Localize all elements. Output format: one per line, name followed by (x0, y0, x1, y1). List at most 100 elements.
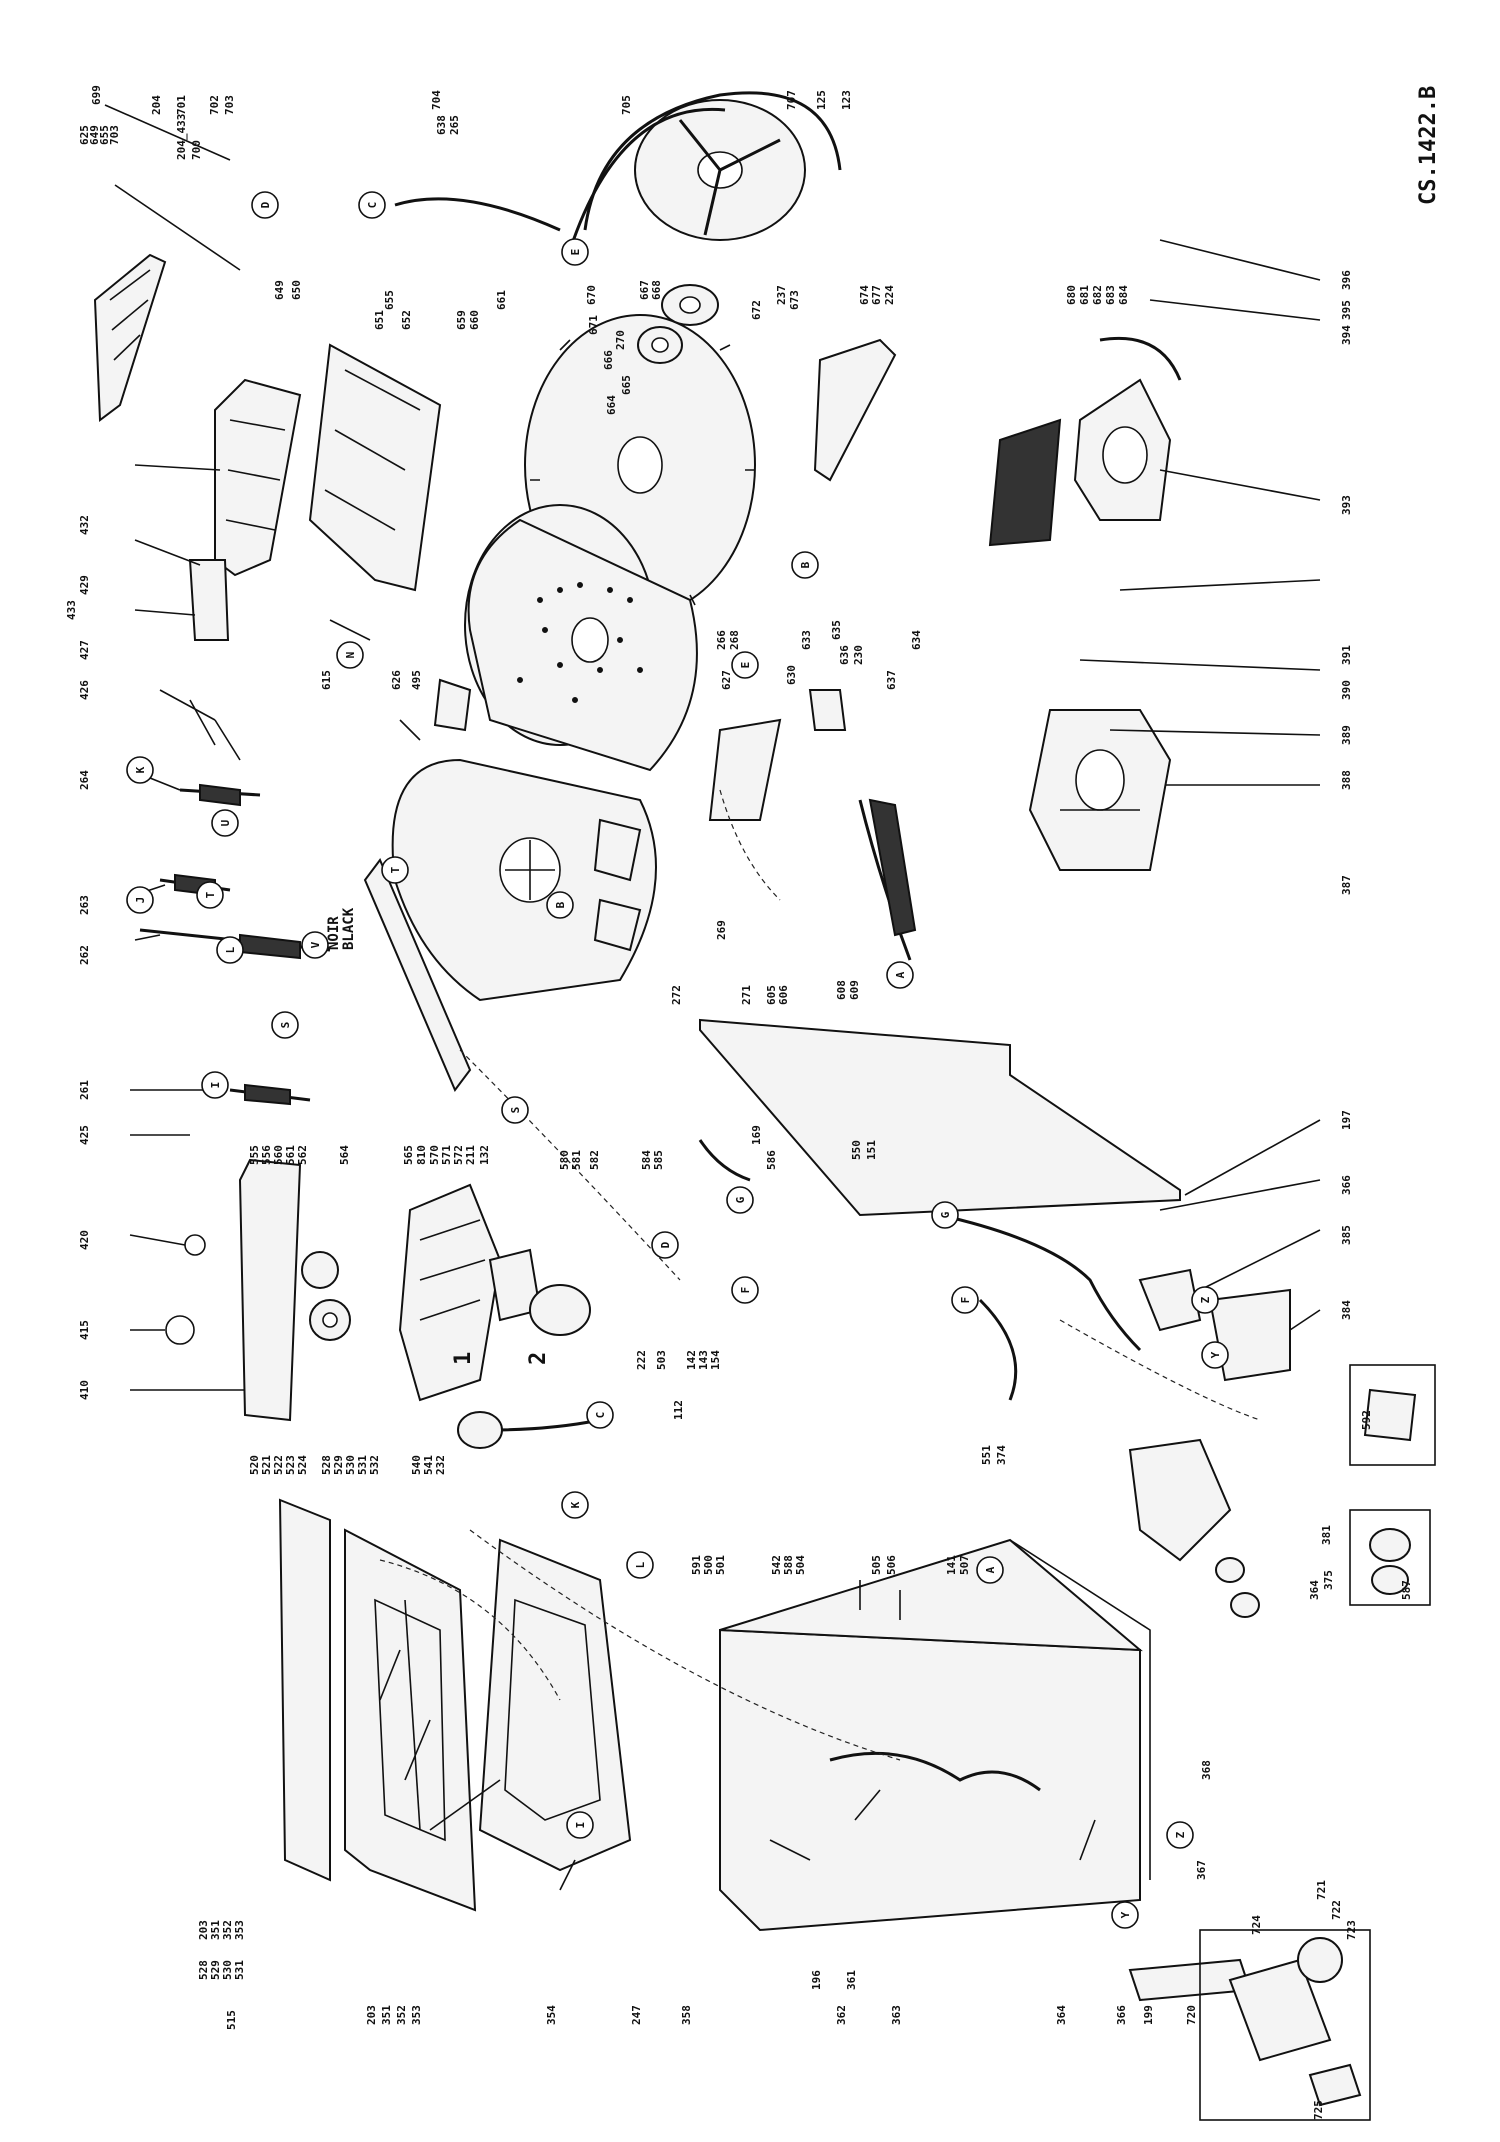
svg-text:633: 633 (800, 630, 813, 650)
svg-text:268: 268 (728, 630, 741, 650)
svg-text:395: 395 (1340, 300, 1353, 320)
svg-text:427: 427 (78, 640, 91, 660)
svg-text:722: 722 (1330, 1900, 1343, 1920)
svg-text:E: E (739, 662, 752, 669)
svg-text:363: 363 (890, 2005, 903, 2025)
control-fascia (238, 1158, 302, 1422)
svg-text:609: 609 (848, 980, 861, 1000)
svg-text:390: 390 (1340, 680, 1353, 700)
wire-color-black: BLACK (341, 907, 357, 950)
svg-text:571: 571 (440, 1145, 453, 1165)
sump-hose (858, 799, 912, 961)
svg-text:550: 550 (850, 1140, 863, 1160)
svg-text:660: 660 (468, 310, 481, 330)
svg-text:230: 230 (852, 645, 865, 665)
svg-text:721: 721 (1315, 1880, 1328, 1900)
svg-text:270: 270 (614, 330, 627, 350)
svg-text:530: 530 (221, 1960, 234, 1980)
svg-text:S: S (279, 1022, 292, 1029)
svg-text:E: E (569, 249, 582, 256)
svg-text:433: 433 (65, 600, 78, 620)
svg-text:C: C (594, 1412, 607, 1419)
svg-text:224: 224 (883, 285, 896, 305)
door-outer-panel (278, 1498, 331, 1882)
svg-text:132: 132 (478, 1145, 491, 1165)
reference-circles (126, 191, 1229, 1929)
svg-text:271: 271 (740, 985, 753, 1005)
svg-text:584: 584 (640, 1150, 653, 1170)
svg-text:C: C (366, 202, 379, 209)
drain-hose-g (939, 1213, 1142, 1352)
svg-text:505: 505 (870, 1555, 883, 1575)
svg-text:684: 684 (1117, 285, 1130, 305)
svg-text:366: 366 (1115, 2005, 1128, 2025)
heater-element (813, 338, 897, 482)
svg-text:529: 529 (209, 1960, 222, 1980)
svg-text:592: 592 (1360, 1410, 1373, 1430)
svg-text:A: A (894, 971, 907, 978)
svg-text:634: 634 (910, 630, 923, 650)
svg-text:605: 605 (765, 985, 778, 1005)
svg-text:J: J (134, 897, 147, 904)
wire-color-noir: NOIR (326, 916, 342, 950)
svg-text:529: 529 (332, 1455, 345, 1475)
svg-text:387: 387 (1340, 875, 1353, 895)
svg-text:364: 364 (1055, 2005, 1068, 2025)
svg-text:635: 635 (830, 620, 843, 640)
svg-text:429: 429 (78, 575, 91, 595)
svg-text:582: 582 (588, 1150, 601, 1170)
svg-text:523: 523 (284, 1455, 297, 1475)
svg-text:638: 638 (435, 115, 448, 135)
svg-text:531: 531 (233, 1960, 246, 1980)
svg-text:U: U (219, 819, 232, 826)
svg-text:361: 361 (845, 1970, 858, 1990)
svg-text:704: 704 (430, 90, 443, 110)
svg-text:551: 551 (980, 1445, 993, 1465)
svg-text:682: 682 (1091, 285, 1104, 305)
svg-text:K: K (134, 766, 147, 773)
svg-text:606: 606 (777, 985, 790, 1005)
svg-text:142: 142 (685, 1350, 698, 1370)
svg-text:262: 262 (78, 945, 91, 965)
svg-text:G: G (734, 1196, 747, 1203)
svg-text:705: 705 (620, 95, 633, 115)
programmer-timer (398, 1183, 502, 1402)
svg-text:204: 204 (150, 95, 163, 115)
svg-text:671: 671 (587, 315, 600, 335)
svg-text:500: 500 (702, 1555, 715, 1575)
svg-text:375: 375 (1322, 1570, 1335, 1590)
svg-text:581: 581 (570, 1150, 583, 1170)
svg-text:673: 673 (788, 290, 801, 310)
svg-text:588: 588 (782, 1555, 795, 1575)
svg-text:123: 123 (840, 90, 853, 110)
svg-text:I: I (574, 1822, 587, 1829)
svg-text:1: 1 (451, 1352, 476, 1365)
svg-text:352: 352 (221, 1920, 234, 1940)
svg-text:652: 652 (400, 310, 413, 330)
motor-bracket (988, 418, 1062, 547)
svg-text:665: 665 (620, 375, 633, 395)
control-panel-204 (93, 253, 167, 422)
svg-text:565: 565 (402, 1145, 415, 1165)
svg-text:528: 528 (197, 1960, 210, 1980)
svg-text:394: 394 (1340, 325, 1353, 345)
svg-text:507: 507 (958, 1555, 971, 1575)
svg-text:666: 666 (602, 350, 615, 370)
svg-text:707: 707 (785, 90, 798, 110)
svg-text:381: 381 (1320, 1525, 1333, 1545)
svg-text:531: 531 (356, 1455, 369, 1475)
svg-text:263: 263 (78, 895, 91, 915)
svg-text:204_433: 204_433 (175, 114, 188, 160)
svg-text:196: 196 (810, 1970, 823, 1990)
svg-text:396: 396 (1340, 270, 1353, 290)
svg-text:410: 410 (78, 1380, 91, 1400)
svg-text:615: 615 (320, 670, 333, 690)
svg-text:701: 701 (175, 95, 188, 115)
drive-belt (583, 91, 842, 231)
svg-text:352: 352 (395, 2005, 408, 2025)
svg-text:501: 501 (714, 1555, 727, 1575)
svg-text:426: 426 (78, 680, 91, 700)
svg-text:T: T (204, 891, 217, 898)
svg-text:384: 384 (1340, 1300, 1353, 1320)
svg-text:703: 703 (223, 95, 236, 115)
